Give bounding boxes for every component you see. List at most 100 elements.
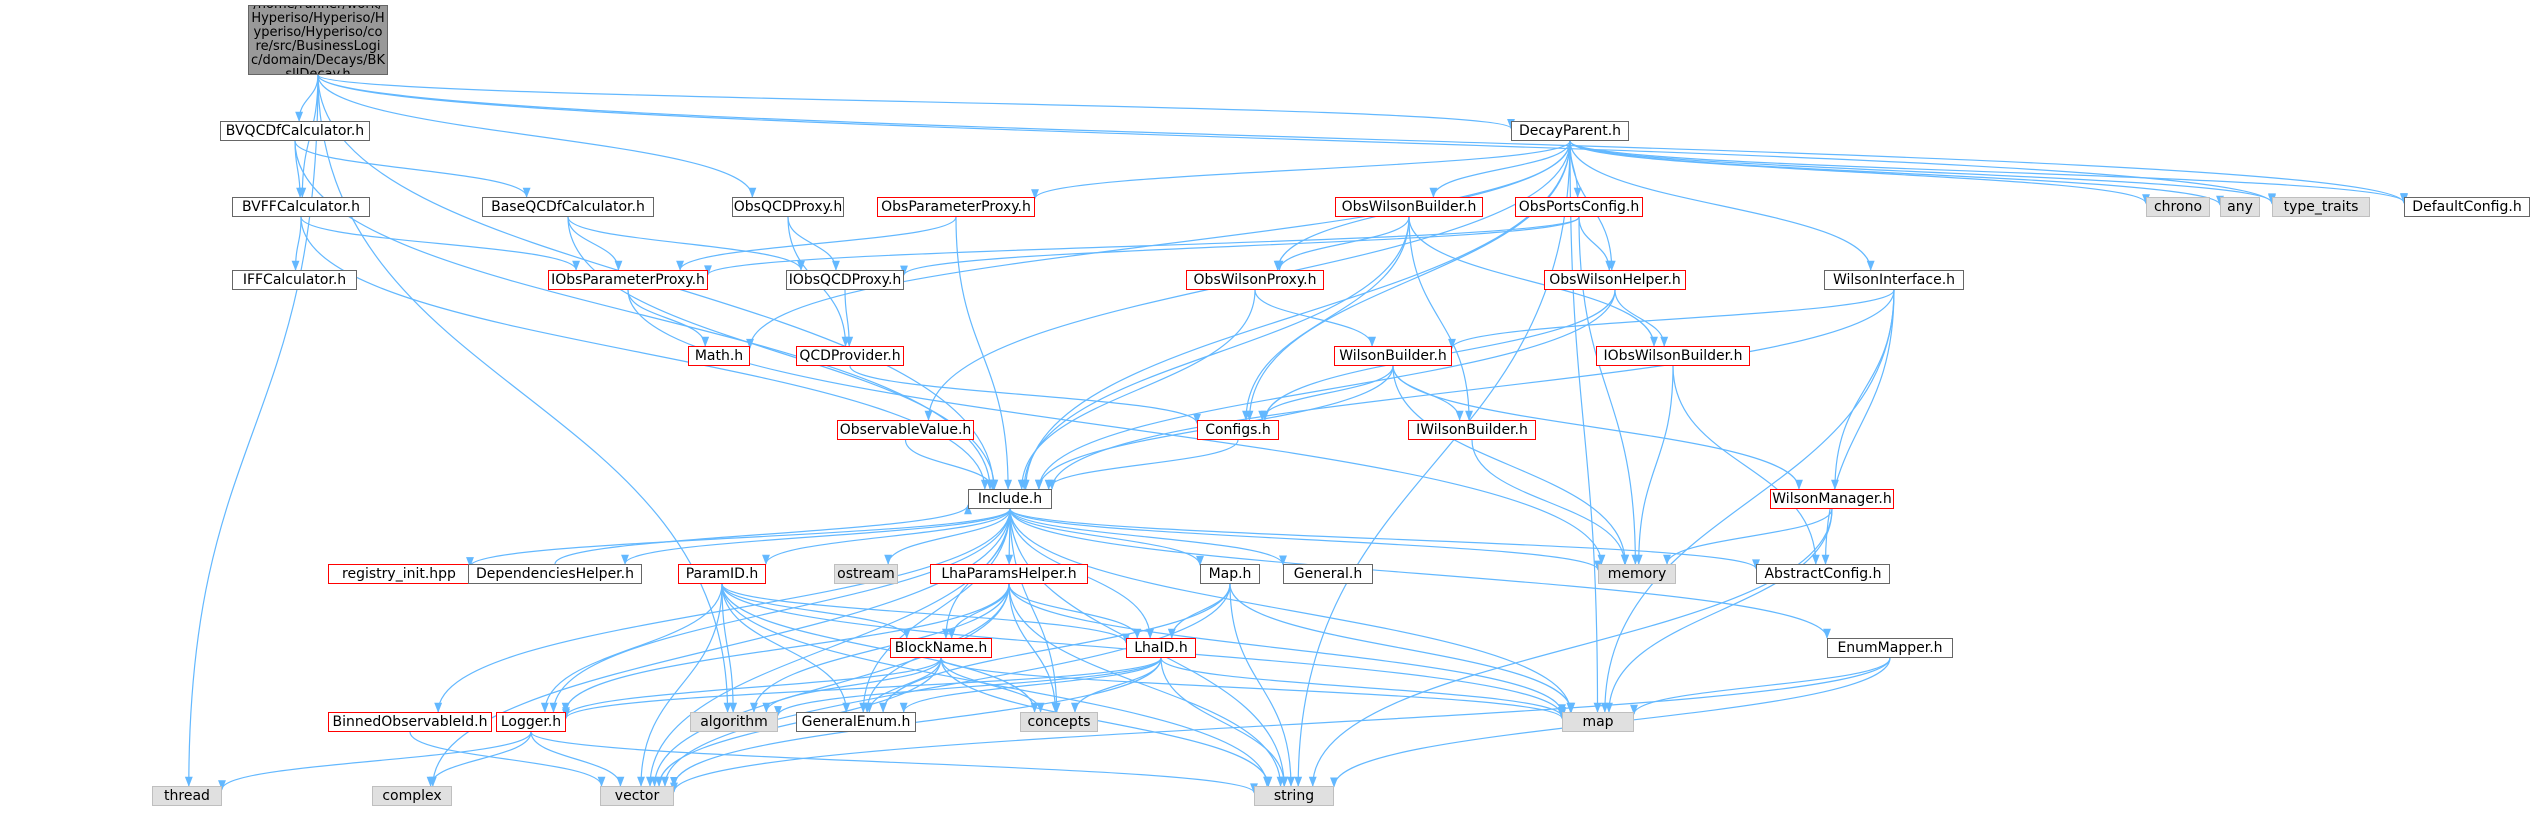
node-label: WilsonInterface.h [1832, 271, 1956, 288]
node-iwilsonbuilder-h[interactable]: IWilsonBuilder.h [1408, 420, 1536, 440]
node-string[interactable]: string [1254, 786, 1334, 806]
node-obswilsonhelper-h[interactable]: ObsWilsonHelper.h [1544, 270, 1686, 290]
node-logger-h[interactable]: Logger.h [496, 712, 566, 732]
edge-line [1254, 289, 1373, 347]
edge-root-to-algorithm [317, 74, 732, 713]
node-concepts[interactable]: concepts [1020, 712, 1098, 732]
node-baseqcdfcalculator-h[interactable]: BaseQCDfCalculator.h [482, 197, 654, 217]
arrowhead [1605, 260, 1614, 271]
arrowhead [1264, 776, 1273, 787]
node-bkslldecay-h[interactable]: /home/runner/work/Hyperiso/Hyperiso/Hype… [248, 5, 388, 75]
arrowhead [1308, 776, 1317, 787]
edge-line [777, 657, 1162, 716]
node-registry-init-hpp[interactable]: registry_init.hpp [328, 564, 470, 584]
arrowhead [621, 554, 629, 565]
edge-include-to-maph [1009, 508, 1204, 566]
node-type-traits[interactable]: type_traits [2272, 197, 2370, 217]
node-wilsonmanager-h[interactable]: WilsonManager.h [1770, 489, 1894, 509]
edge-iwilsonbuilder-to-memory [1471, 439, 1629, 565]
node-label: ObsWilsonHelper.h [1549, 271, 1681, 288]
edge-line [765, 657, 942, 713]
arrowhead [434, 702, 443, 713]
node-thread[interactable]: thread [152, 786, 222, 806]
arrowhead [291, 260, 300, 271]
edge-wilsonmanager-to-string [1308, 508, 1833, 787]
node-vector[interactable]: vector [600, 786, 674, 806]
arrowhead [1258, 410, 1267, 421]
edge-line [1824, 289, 1895, 565]
edge-configs-to-include [1044, 439, 1239, 490]
arrowhead [184, 776, 193, 787]
node-generalenum-h[interactable]: GeneralEnum.h [796, 712, 916, 732]
node-any[interactable]: any [2220, 197, 2260, 217]
node-complex[interactable]: complex [372, 786, 452, 806]
node-paramid-h[interactable]: ParamID.h [678, 564, 766, 584]
node-label: BVQCDfCalculator.h [225, 122, 365, 139]
arrowhead [980, 479, 989, 490]
arrowhead [899, 702, 908, 713]
edge-line [673, 657, 1891, 792]
node-obsparameterproxy-h[interactable]: ObsParameterProxy.h [877, 197, 1035, 217]
node-math-h[interactable]: Math.h [688, 346, 750, 366]
node-label: string [1273, 787, 1315, 804]
node-chrono[interactable]: chrono [2146, 197, 2210, 217]
edge-include-to-paramid [762, 508, 1011, 565]
edge-line [1051, 289, 1895, 490]
node-label: DependenciesHelper.h [476, 565, 634, 582]
node-wilsonbuilder-h[interactable]: WilsonBuilder.h [1334, 346, 1452, 366]
node-ostream[interactable]: ostream [834, 564, 898, 584]
edge-line [649, 508, 1011, 787]
node-lhaid-h[interactable]: LhaID.h [1126, 638, 1196, 658]
arrowhead [670, 776, 678, 788]
node-wilsoninterface-h[interactable]: WilsonInterface.h [1824, 270, 1964, 290]
node-map-h[interactable]: Map.h [1200, 564, 1260, 584]
node-memory[interactable]: memory [1598, 564, 1676, 584]
edge-wilsoninterface-to-wilsonmanager [1831, 289, 1895, 490]
edge-root-to-decayparent [317, 74, 1515, 130]
arrowhead [1279, 555, 1287, 566]
edge-line [904, 439, 993, 490]
node-obswilsonproxy-h[interactable]: ObsWilsonProxy.h [1186, 270, 1324, 290]
node-label: Include.h [977, 490, 1043, 507]
edge-decayparent-to-any [1569, 140, 2224, 206]
node-iffcalculator-h[interactable]: IFFCalculator.h [232, 270, 357, 290]
edge-line [530, 731, 622, 787]
node-dependencieshelper-h[interactable]: DependenciesHelper.h [468, 564, 642, 584]
node-map[interactable]: map [1562, 712, 1634, 732]
node-obswilsonbuilder-h[interactable]: ObsWilsonBuilder.h [1335, 197, 1483, 217]
edge-line [1278, 216, 1410, 271]
node-bvffcalculator-h[interactable]: BVFFCalculator.h [232, 197, 370, 217]
node-label: ObsWilsonBuilder.h [1341, 198, 1477, 215]
node-enummapper-h[interactable]: EnumMapper.h [1827, 638, 1953, 658]
edge-line [1009, 508, 1058, 713]
node-binnedobservableid-h[interactable]: BinnedObservableId.h [328, 712, 492, 732]
arrowhead [1004, 479, 1013, 490]
node-qcdprovider-h[interactable]: QCDProvider.h [796, 346, 904, 366]
node-label: registry_init.hpp [342, 565, 456, 582]
node-general-h[interactable]: General.h [1283, 564, 1373, 584]
node-label: ObsQCDProxy.h [733, 198, 843, 215]
node-bvqcdfcalculator-h[interactable]: BVQCDfCalculator.h [220, 121, 370, 141]
arrowhead [1455, 410, 1464, 421]
node-algorithm[interactable]: algorithm [690, 712, 778, 732]
node-abstractconfig-h[interactable]: AbstractConfig.h [1756, 564, 1890, 584]
node-iobswilsonbuilder-h[interactable]: IObsWilsonBuilder.h [1596, 346, 1750, 366]
node-configs-h[interactable]: Configs.h [1197, 420, 1279, 440]
node-lhaparamshelper-h[interactable]: LhaParamsHelper.h [930, 564, 1088, 584]
node-observablevalue-h[interactable]: ObservableValue.h [837, 420, 974, 440]
node-obsqcdproxy-h[interactable]: ObsQCDProxy.h [732, 197, 844, 217]
node-iobsqcdproxy-h[interactable]: IObsQCDProxy.h [786, 270, 904, 290]
edge-line [1569, 140, 1872, 271]
edge-line [565, 583, 1010, 713]
edge-obswilsonbuilder-to-obswilsonproxy [1275, 216, 1410, 271]
node-defaultconfig-h[interactable]: DefaultConfig.h [2404, 197, 2530, 217]
arrowhead [1823, 628, 1831, 639]
node-decayparent-h[interactable]: DecayParent.h [1511, 121, 1629, 141]
node-blockname-h[interactable]: BlockName.h [890, 638, 992, 658]
arrowhead [296, 187, 305, 198]
node-iobsparameterproxy-h[interactable]: IObsParameterProxy.h [548, 270, 708, 290]
node-include-h[interactable]: Include.h [968, 489, 1052, 509]
node-obsportsconfig-h[interactable]: ObsPortsConfig.h [1515, 197, 1643, 217]
edge-line [1569, 140, 2405, 203]
